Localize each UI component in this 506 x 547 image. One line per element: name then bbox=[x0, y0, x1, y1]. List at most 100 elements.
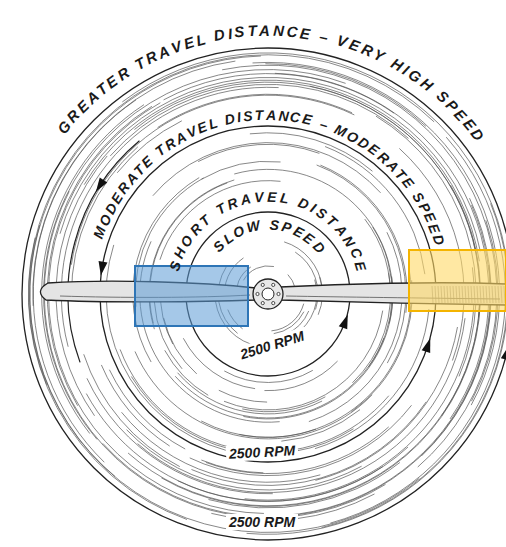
letter: E bbox=[267, 190, 277, 204]
letter: A bbox=[239, 192, 252, 208]
speed-line bbox=[161, 185, 480, 506]
letter: C bbox=[290, 109, 302, 124]
bolt-hole bbox=[261, 283, 264, 286]
letter: – bbox=[318, 28, 329, 44]
speed-line bbox=[84, 354, 180, 466]
letter: I bbox=[236, 110, 242, 124]
travel-circle bbox=[22, 48, 506, 540]
letter: E bbox=[300, 25, 312, 41]
speed-line bbox=[47, 106, 152, 405]
speed-line bbox=[135, 351, 372, 438]
rotation-arrowhead bbox=[339, 313, 352, 329]
rotation-arrowhead bbox=[96, 261, 107, 276]
speed-line bbox=[309, 232, 402, 421]
letter: C bbox=[347, 246, 364, 261]
letter bbox=[263, 218, 267, 232]
speed-line bbox=[253, 62, 500, 405]
highlight-box bbox=[409, 250, 506, 311]
rotation-arrowhead bbox=[422, 337, 435, 353]
speed-line bbox=[376, 116, 476, 376]
speed-line bbox=[288, 275, 295, 288]
bolt-hole bbox=[256, 292, 259, 295]
rpm-label: 2500 RPM bbox=[235, 327, 309, 363]
letter: D bbox=[430, 233, 446, 247]
letter bbox=[312, 27, 319, 43]
speed-line bbox=[317, 165, 406, 363]
letter: – bbox=[318, 116, 330, 132]
letter: A bbox=[266, 108, 276, 122]
speed-line bbox=[271, 304, 303, 331]
hub-center bbox=[262, 288, 274, 300]
letter: V bbox=[253, 190, 264, 205]
letter bbox=[206, 29, 213, 45]
rpm-label: 2500 RPM bbox=[226, 514, 298, 530]
letter: C bbox=[286, 24, 298, 40]
hub-plate bbox=[253, 279, 283, 309]
letter: E bbox=[353, 259, 369, 272]
letter: S bbox=[167, 259, 183, 272]
highlight-box bbox=[135, 266, 248, 326]
speed-line bbox=[160, 181, 281, 260]
travel-arc bbox=[68, 141, 139, 363]
speed-line bbox=[201, 421, 316, 438]
speed-line bbox=[315, 327, 457, 480]
letter: L bbox=[207, 116, 219, 132]
bolt-hole bbox=[272, 283, 275, 286]
speed-line bbox=[202, 161, 281, 179]
letter: A bbox=[259, 23, 270, 38]
speed-line bbox=[190, 405, 412, 475]
speed-lines bbox=[28, 53, 506, 534]
rpm-label: 2500 RPM bbox=[226, 442, 299, 462]
letter: N bbox=[273, 23, 284, 38]
letter: O bbox=[178, 232, 196, 249]
letter: L bbox=[194, 31, 207, 48]
speed-line bbox=[178, 373, 323, 414]
rotation-arrowhead bbox=[501, 345, 506, 361]
bolt-hole bbox=[261, 301, 264, 304]
speed-line bbox=[109, 370, 185, 449]
speed-line bbox=[30, 225, 420, 533]
speed-line bbox=[71, 95, 354, 265]
letter: T bbox=[213, 201, 227, 217]
speed-line bbox=[275, 73, 489, 419]
speed-line bbox=[101, 365, 169, 446]
speed-label: SLOW SPEED bbox=[210, 218, 328, 254]
travel-label: GREATER TRAVEL DISTANCE – VERY HIGH SPEE… bbox=[55, 23, 487, 141]
letter: E bbox=[181, 34, 195, 51]
letter: N bbox=[278, 108, 289, 123]
letter: T bbox=[247, 23, 257, 39]
speed-line bbox=[30, 56, 261, 476]
speed-line bbox=[164, 74, 394, 114]
letter: D bbox=[213, 27, 226, 44]
letter: T bbox=[254, 108, 263, 122]
letter: V bbox=[169, 38, 184, 56]
letter: E bbox=[301, 112, 313, 128]
speed-line bbox=[29, 55, 434, 385]
letter: D bbox=[310, 239, 327, 256]
bolt-hole bbox=[277, 292, 280, 295]
letter: S bbox=[269, 218, 280, 233]
speed-line bbox=[209, 462, 400, 507]
speed-line bbox=[191, 402, 426, 486]
speed-line bbox=[117, 121, 182, 173]
travel-label: MODERATE TRAVEL DISTANCE – MODERATE SPEE… bbox=[92, 108, 446, 244]
travel-label: SHORT TRAVEL DISTANCE bbox=[168, 190, 368, 270]
bolt-hole bbox=[272, 301, 275, 304]
speed-line bbox=[198, 144, 319, 161]
letter: D bbox=[223, 111, 236, 127]
letter: Y bbox=[372, 46, 387, 64]
letter: S bbox=[234, 24, 246, 40]
speed-line bbox=[165, 350, 208, 395]
letter: I bbox=[227, 26, 233, 41]
letter: R bbox=[225, 195, 240, 212]
speed-line bbox=[86, 394, 383, 502]
letter: A bbox=[156, 43, 172, 61]
letter: P bbox=[280, 220, 293, 236]
speed-line bbox=[219, 390, 267, 402]
propeller-hub bbox=[253, 279, 283, 309]
travel-circles bbox=[22, 48, 506, 540]
letter: S bbox=[242, 109, 253, 124]
speed-line bbox=[61, 87, 278, 346]
